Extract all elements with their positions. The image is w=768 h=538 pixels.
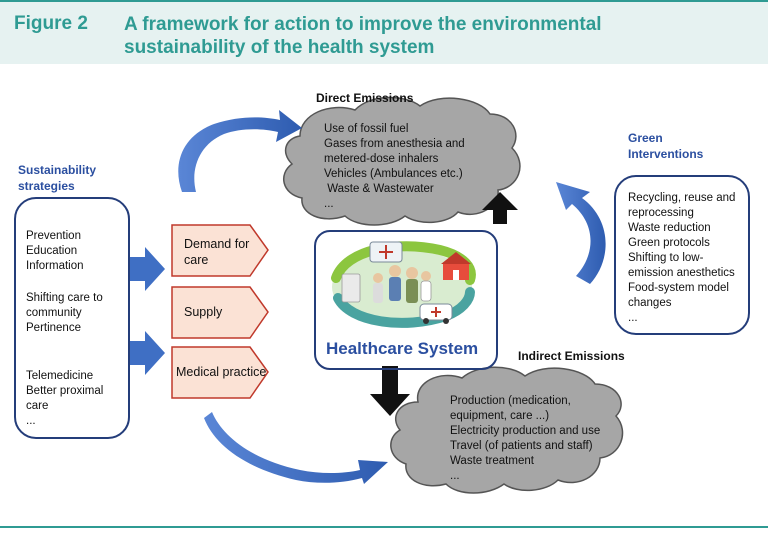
curved-arrow-to-direct: [178, 110, 302, 192]
green-item: Green protocols: [628, 237, 710, 249]
indirect-emission-item: Travel (of patients and staff): [450, 440, 593, 452]
sustainability-heading-line2: strategies: [18, 179, 75, 193]
diagram-shapes: [114, 96, 624, 494]
green-item: Food-system model: [628, 282, 729, 294]
strategy-item: Better proximal: [26, 385, 104, 397]
strategy-item: Pertinence: [26, 322, 81, 334]
green-item: ...: [628, 312, 638, 324]
pentagon-demand: [171, 224, 269, 277]
direct-emission-item: Waste & Wastewater: [324, 183, 434, 195]
direct-emission-item: Vehicles (Ambulances etc.): [324, 168, 463, 180]
indirect-emission-item: equipment, care ...): [450, 410, 550, 422]
demand-label-line1: Demand for: [184, 237, 250, 251]
medical-practice-label: Medical practice: [176, 365, 267, 379]
green-interventions-box: Recycling, reuse and reprocessing Waste …: [614, 175, 750, 335]
supply-label: Supply: [184, 305, 223, 319]
sustainability-strategies-box: Prevention Education Information Shiftin…: [14, 197, 130, 439]
healthcare-system-title: Healthcare System: [326, 339, 479, 358]
strategy-item: Education: [26, 245, 78, 257]
green-item: Waste reduction: [628, 222, 711, 234]
green-item: Recycling, reuse and: [628, 192, 736, 204]
pentagon-supply: [171, 286, 269, 339]
green-heading-line1: Green: [628, 131, 663, 145]
bottom-rule: [0, 526, 768, 528]
indirect-emissions-list: Production (medication, equipment, care …: [450, 394, 600, 484]
strategy-group-2: Shifting care to community Pertinence: [26, 291, 103, 336]
direct-emission-item: Use of fossil fuel: [324, 123, 409, 135]
figure-banner: Figure 2 A framework for action to impro…: [0, 0, 768, 64]
indirect-emissions-cloud: [390, 366, 624, 494]
sustainability-heading: Sustainability strategies: [18, 162, 96, 194]
strategy-item: Information: [26, 260, 84, 272]
figure-label: Figure 2: [14, 13, 88, 34]
pentagon-practice: [171, 346, 269, 399]
demand-for-care-label: Demand for care: [184, 236, 249, 268]
curved-arrow-green: [556, 182, 606, 284]
indirect-emission-item: Electricity production and use: [450, 425, 601, 437]
direct-emissions-heading: Direct Emissions: [316, 91, 414, 105]
strategy-item: Shifting care to: [26, 292, 103, 304]
indirect-emission-item: ...: [450, 470, 460, 482]
strategy-item: ...: [26, 415, 36, 427]
indirect-emissions-heading: Indirect Emissions: [518, 349, 625, 363]
direct-emission-item: ...: [324, 198, 334, 210]
strategy-item: Prevention: [26, 230, 81, 242]
healthcare-illustration: [331, 241, 476, 328]
strategy-item: care: [26, 400, 49, 412]
strategy-group-1: Prevention Education Information: [26, 229, 84, 274]
strategy-item: Telemedicine: [26, 370, 94, 382]
strategy-group-3: Telemedicine Better proximal care ...: [26, 369, 103, 429]
direct-emission-item: Gases from anesthesia and: [324, 138, 465, 150]
green-item: reprocessing: [628, 207, 694, 219]
green-heading-line2: Interventions: [628, 147, 704, 161]
green-interventions-heading: Green Interventions: [628, 130, 703, 162]
framework-diagram: Sustainability strategies Prevention Edu…: [0, 64, 768, 524]
direct-emissions-list: Use of fossil fuel Gases from anesthesia…: [324, 122, 465, 212]
healthcare-system-box: [314, 230, 498, 370]
curved-arrow-to-indirect: [204, 412, 388, 484]
up-arrow-direct: [482, 192, 518, 224]
indirect-emission-item: Production (medication,: [450, 395, 571, 407]
green-item: emission anesthetics: [628, 267, 735, 279]
direct-emission-item: metered-dose inhalers: [324, 153, 439, 165]
indirect-emission-item: Waste treatment: [450, 455, 534, 467]
strategy-item: community: [26, 307, 82, 319]
green-item: changes: [628, 297, 672, 309]
down-arrow-indirect: [370, 366, 410, 416]
green-item: Shifting to low-: [628, 252, 704, 264]
green-interventions-list: Recycling, reuse and reprocessing Waste …: [628, 191, 735, 326]
sustainability-heading-line1: Sustainability: [18, 163, 97, 177]
demand-label-line2: care: [184, 253, 209, 267]
figure-title: A framework for action to improve the en…: [124, 14, 602, 58]
